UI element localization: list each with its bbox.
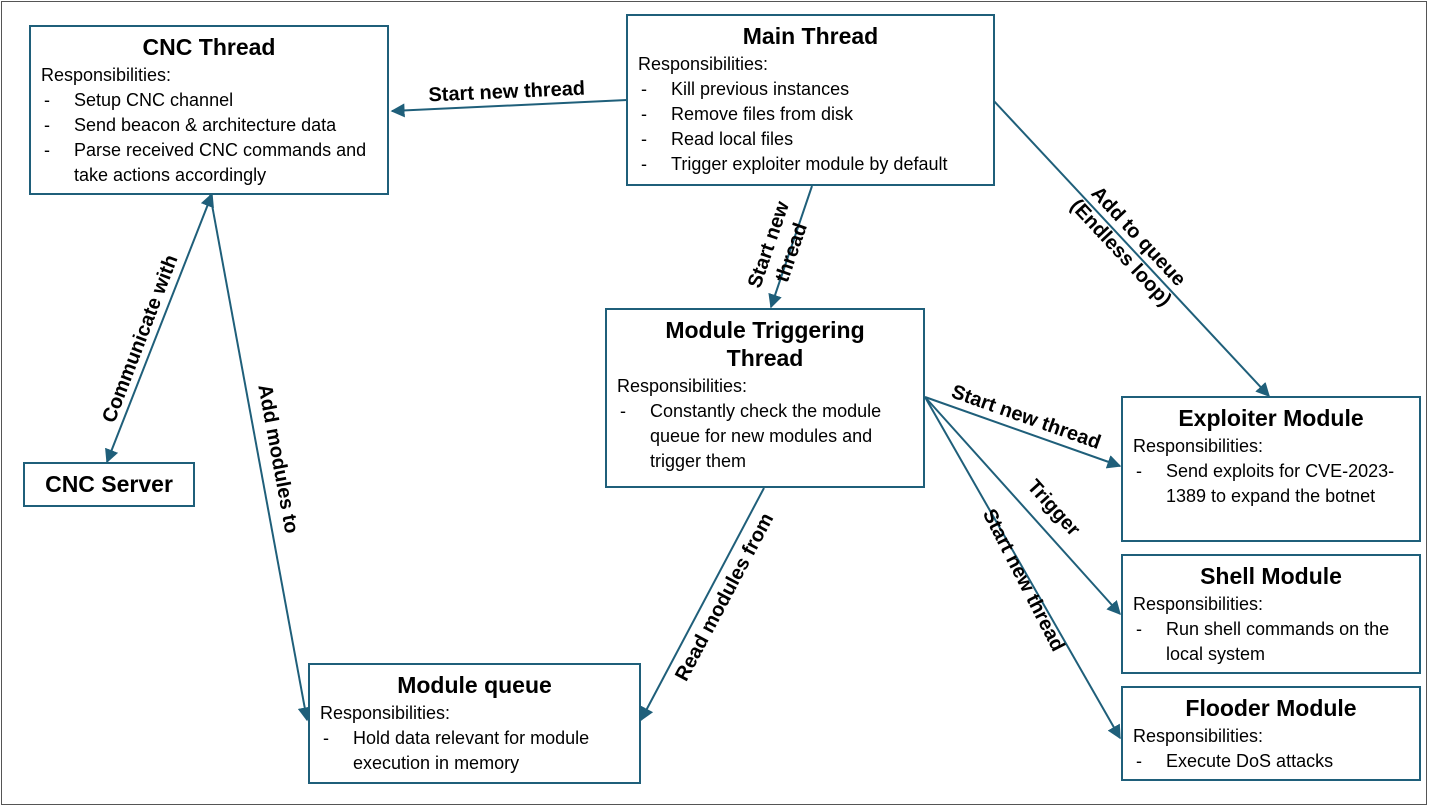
responsibility-item: Run shell commands on the local system [1133,617,1409,667]
responsibility-item: Send beacon & architecture data [41,113,377,138]
node-title: CNC Server [45,471,173,497]
responsibility-item: Setup CNC channel [41,88,377,113]
node-title: Exploiter Module [1178,405,1364,431]
responsibility-list: Kill previous instances Remove files fro… [638,77,983,177]
responsibility-list: Send exploits for CVE-2023-1389 to expan… [1133,459,1409,509]
responsibility-item: Trigger exploiter module by default [638,152,983,177]
responsibility-list: Constantly check the module queue for ne… [617,399,913,474]
responsibility-list: Setup CNC channel Send beacon & architec… [41,88,377,188]
responsibilities-label: Responsibilities: [41,65,172,85]
responsibilities-label: Responsibilities: [320,703,451,723]
responsibility-list: Run shell commands on the local system [1133,617,1409,667]
node-title: Flooder Module [1185,695,1357,721]
node-cnc-thread: CNC Thread Responsibilities: Setup CNC c… [29,25,389,195]
responsibility-item: Read local files [638,127,983,152]
edge-cnc-server-link [105,192,214,464]
node-title: Main Thread [742,23,879,49]
node-title: Module Triggering Thread [665,317,865,371]
edge-label-cnc-server-link: Communicate with [98,252,182,426]
node-module-queue: Module queue Responsibilities: Hold data… [308,663,641,784]
node-title: CNC Thread [142,34,276,60]
edge-main-to-cnc [390,99,628,118]
edge-main-to-trigger [768,185,813,309]
responsibilities-label: Responsibilities: [1133,726,1264,746]
responsibility-item: Execute DoS attacks [1133,749,1409,774]
responsibilities-label: Responsibilities: [1133,436,1264,456]
responsibilities-label: Responsibilities: [1133,594,1264,614]
edge-main-to-exploiter [992,99,1270,398]
node-flooder-module: Flooder Module Responsibilities: Execute… [1121,686,1421,781]
responsibilities-label: Responsibilities: [638,54,769,74]
node-title: Module queue [397,672,552,698]
edge-label-cnc-to-queue: Add modules to [253,383,302,536]
edge-trigger-to-shell [924,396,1121,616]
node-module-triggering-thread: Module Triggering Thread Responsibilitie… [605,308,925,488]
responsibility-item: Send exploits for CVE-2023-1389 to expan… [1133,459,1409,509]
responsibility-item: Constantly check the module queue for ne… [617,399,913,474]
edge-trigger-to-queue [640,487,765,722]
edge-label-trigger-to-queue: Read modules from [671,510,778,685]
edge-label-trigger-to-shell: Trigger [1023,475,1085,540]
edge-trigger-to-flooder [924,396,1121,740]
node-exploiter-module: Exploiter Module Responsibilities: Send … [1121,396,1421,542]
edge-label-trigger-to-flooder: Start new thread [978,505,1069,655]
responsibility-list: Execute DoS attacks [1133,749,1409,774]
node-cnc-server: CNC Server [23,462,195,507]
node-main-thread: Main Thread Responsibilities: Kill previ… [626,14,995,186]
edge-trigger-to-exploiter [924,396,1122,469]
responsibility-item: Kill previous instances [638,77,983,102]
responsibility-list: Hold data relevant for module execution … [320,726,629,776]
responsibility-item: Remove files from disk [638,102,983,127]
edge-label-trigger-to-exploiter: Start new thread [948,381,1103,454]
node-title: Shell Module [1200,563,1342,589]
node-shell-module: Shell Module Responsibilities: Run shell… [1121,554,1421,674]
responsibilities-label: Responsibilities: [617,376,748,396]
edge-cnc-to-queue [209,193,312,722]
responsibility-item: Hold data relevant for module execution … [320,726,629,776]
responsibility-item: Parse received CNC commands and take act… [41,138,377,188]
